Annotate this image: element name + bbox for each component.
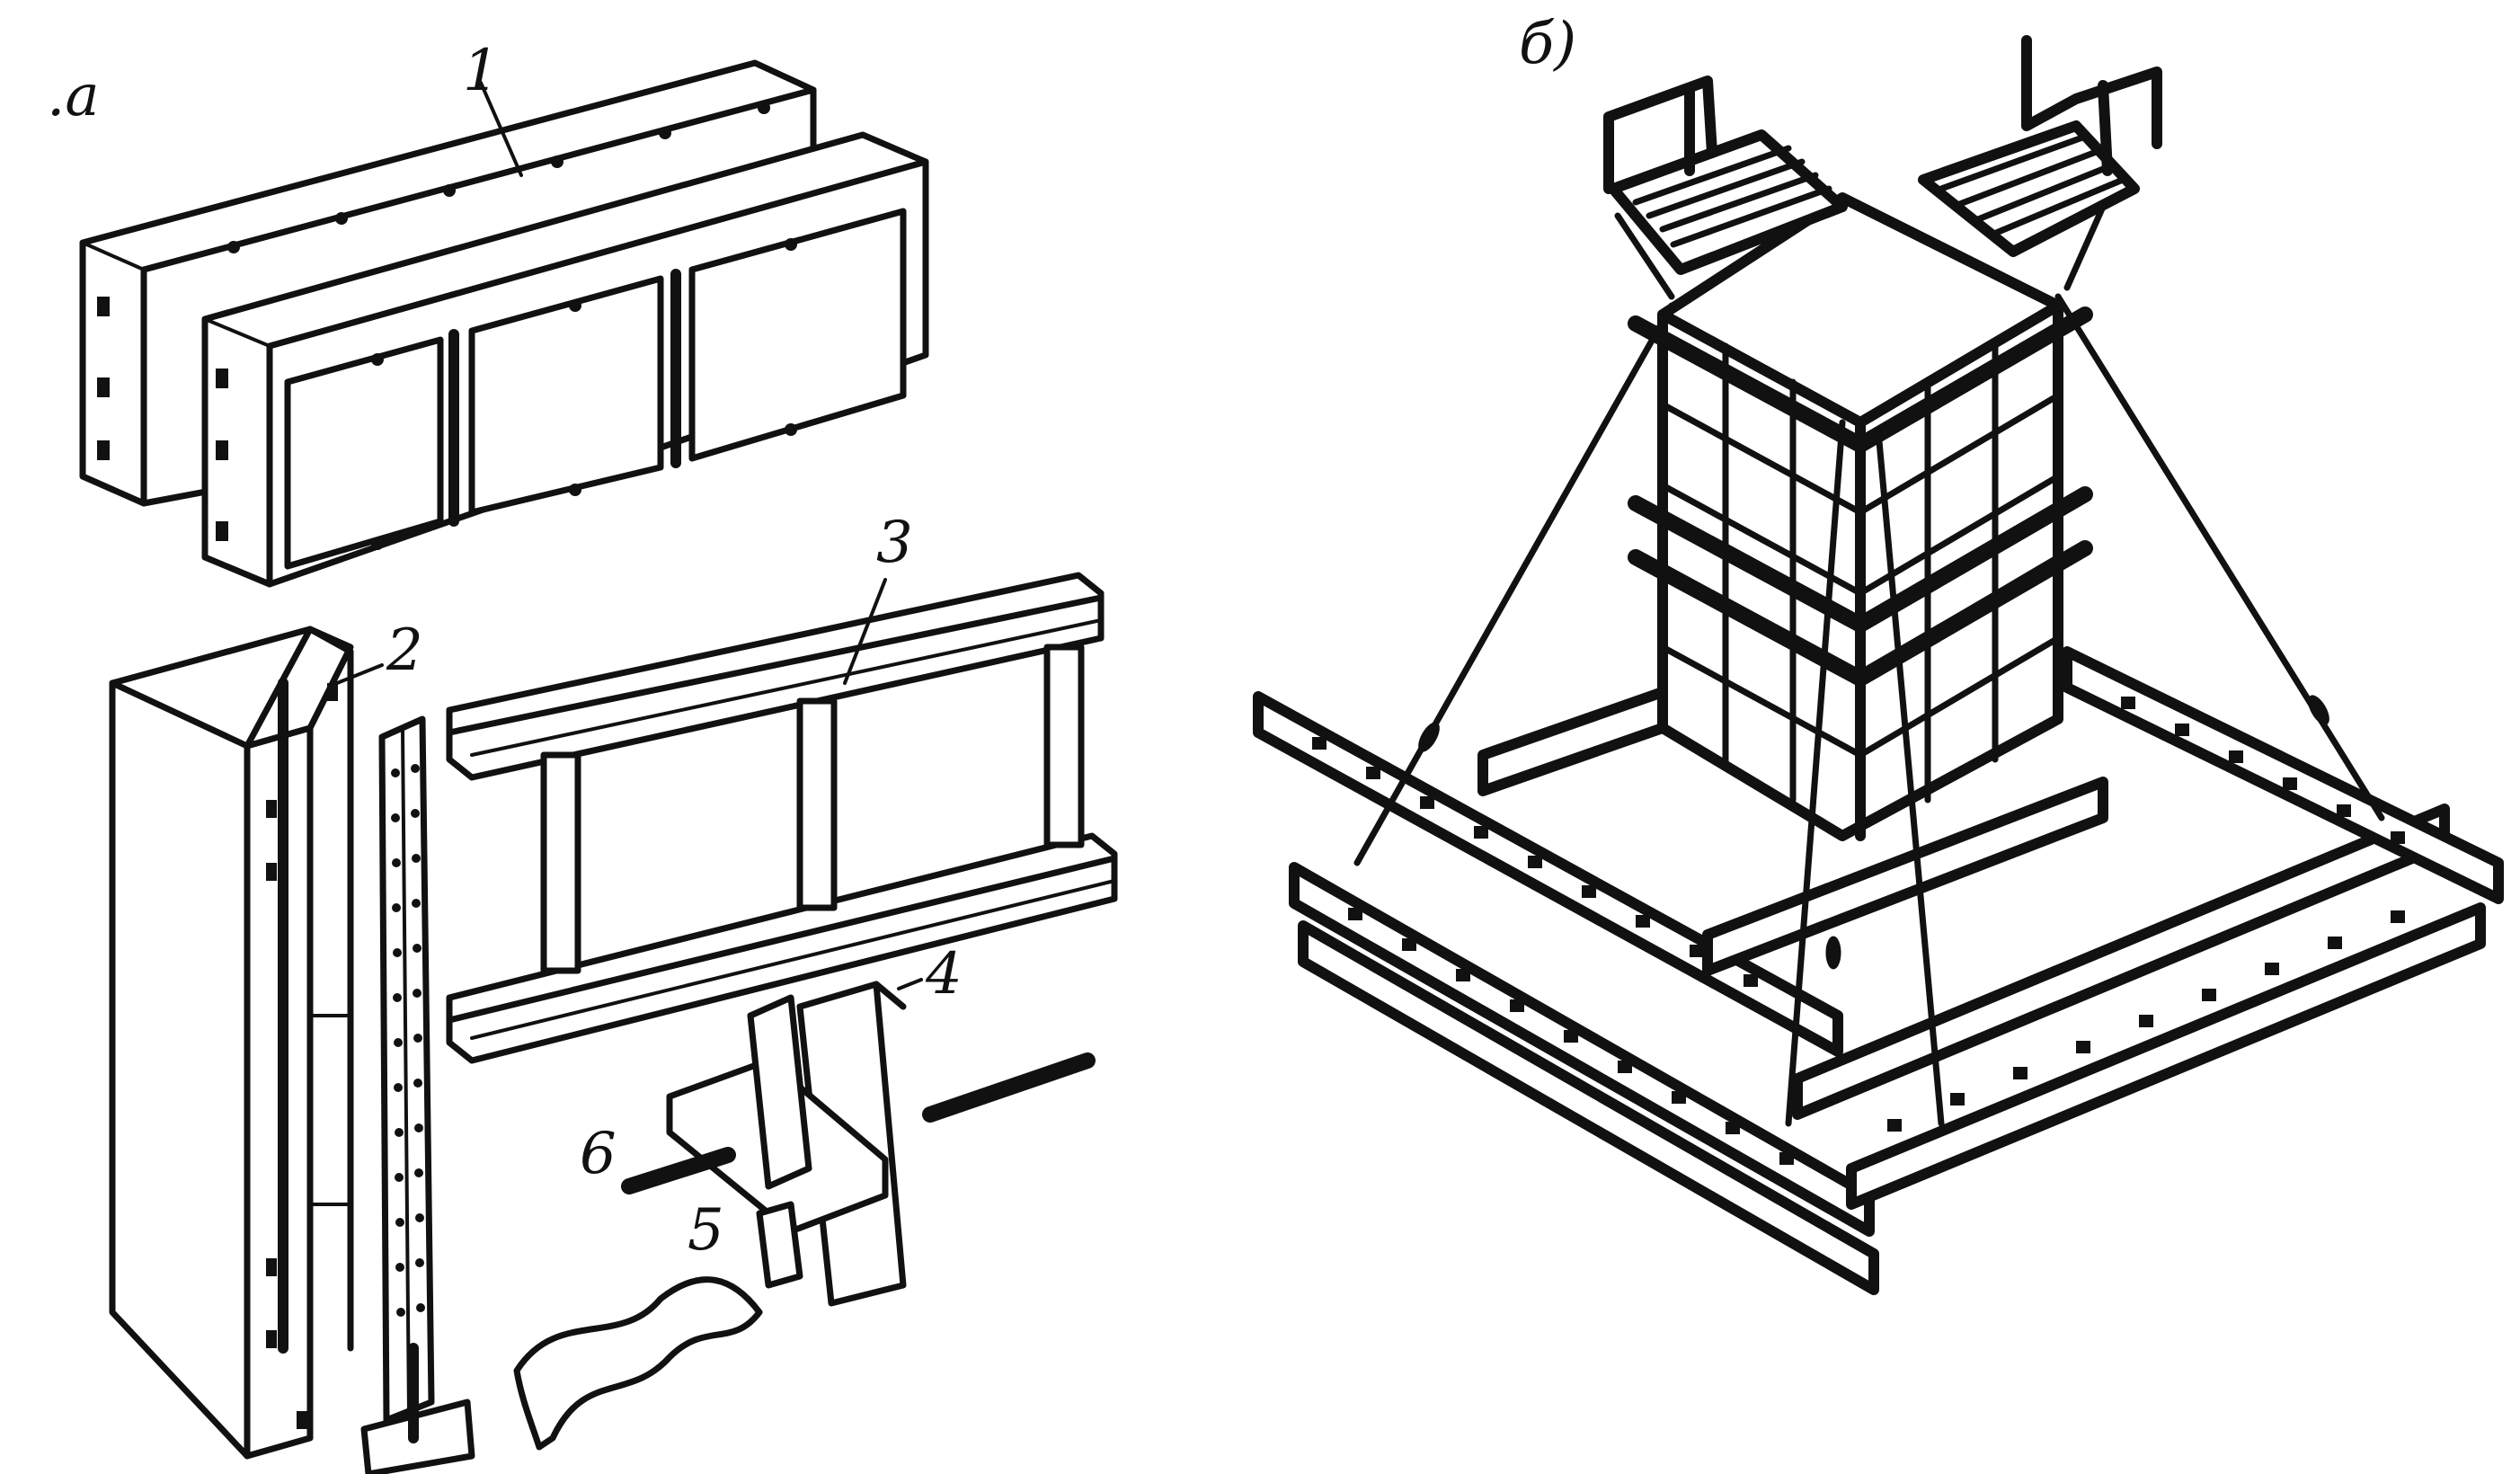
callout-1: 1 (463, 38, 500, 104)
panel-a: .а (47, 38, 1118, 1474)
callout-6: 6 (580, 1121, 617, 1187)
yoke-clamp (1628, 306, 2093, 453)
girder-strut (1043, 644, 1085, 848)
clamp-block (621, 981, 1096, 1307)
tie-rod (621, 1147, 736, 1194)
girder-strut (540, 751, 581, 974)
frame-opening (468, 275, 664, 516)
callout-2: 2 (386, 617, 423, 684)
platform-railing (1603, 75, 1717, 194)
frame-opening (284, 336, 444, 570)
base-rail (1702, 777, 2108, 976)
panel-b-label: б) (1519, 11, 1576, 77)
post-holes (391, 764, 425, 1317)
rail-girder (446, 572, 1118, 1064)
tie-rod (922, 1052, 1096, 1123)
column-form (1628, 192, 2093, 841)
girder-top-rail (446, 572, 1105, 781)
base-rail (1298, 920, 1879, 1295)
clamp-fin (747, 994, 812, 1190)
base-rail (1846, 902, 2486, 1210)
clip-element (513, 1276, 763, 1451)
panel-b: б) (1253, 11, 2504, 1295)
yoke-clamp (1628, 486, 2093, 633)
callout-5: 5 (688, 1197, 724, 1264)
yoke-clamp (1628, 540, 2093, 687)
perforated-post (360, 715, 475, 1474)
tie-rods (1353, 293, 2385, 1127)
shield-panels (79, 59, 929, 588)
frame-opening (688, 208, 907, 462)
corner-element (109, 626, 354, 1460)
base-rail (1289, 862, 1875, 1237)
base-rail (2062, 646, 2504, 904)
platform-railing (2021, 35, 2162, 149)
base-frame (1253, 624, 2504, 1295)
corner-panel (109, 626, 314, 1460)
callout-3: 3 (876, 510, 913, 576)
girder-strut (796, 697, 838, 911)
rail-holes (1312, 697, 2405, 1165)
panel-a-label: .а (47, 63, 100, 129)
callout-4: 4 (925, 941, 963, 1008)
top-platforms (1603, 35, 2162, 300)
